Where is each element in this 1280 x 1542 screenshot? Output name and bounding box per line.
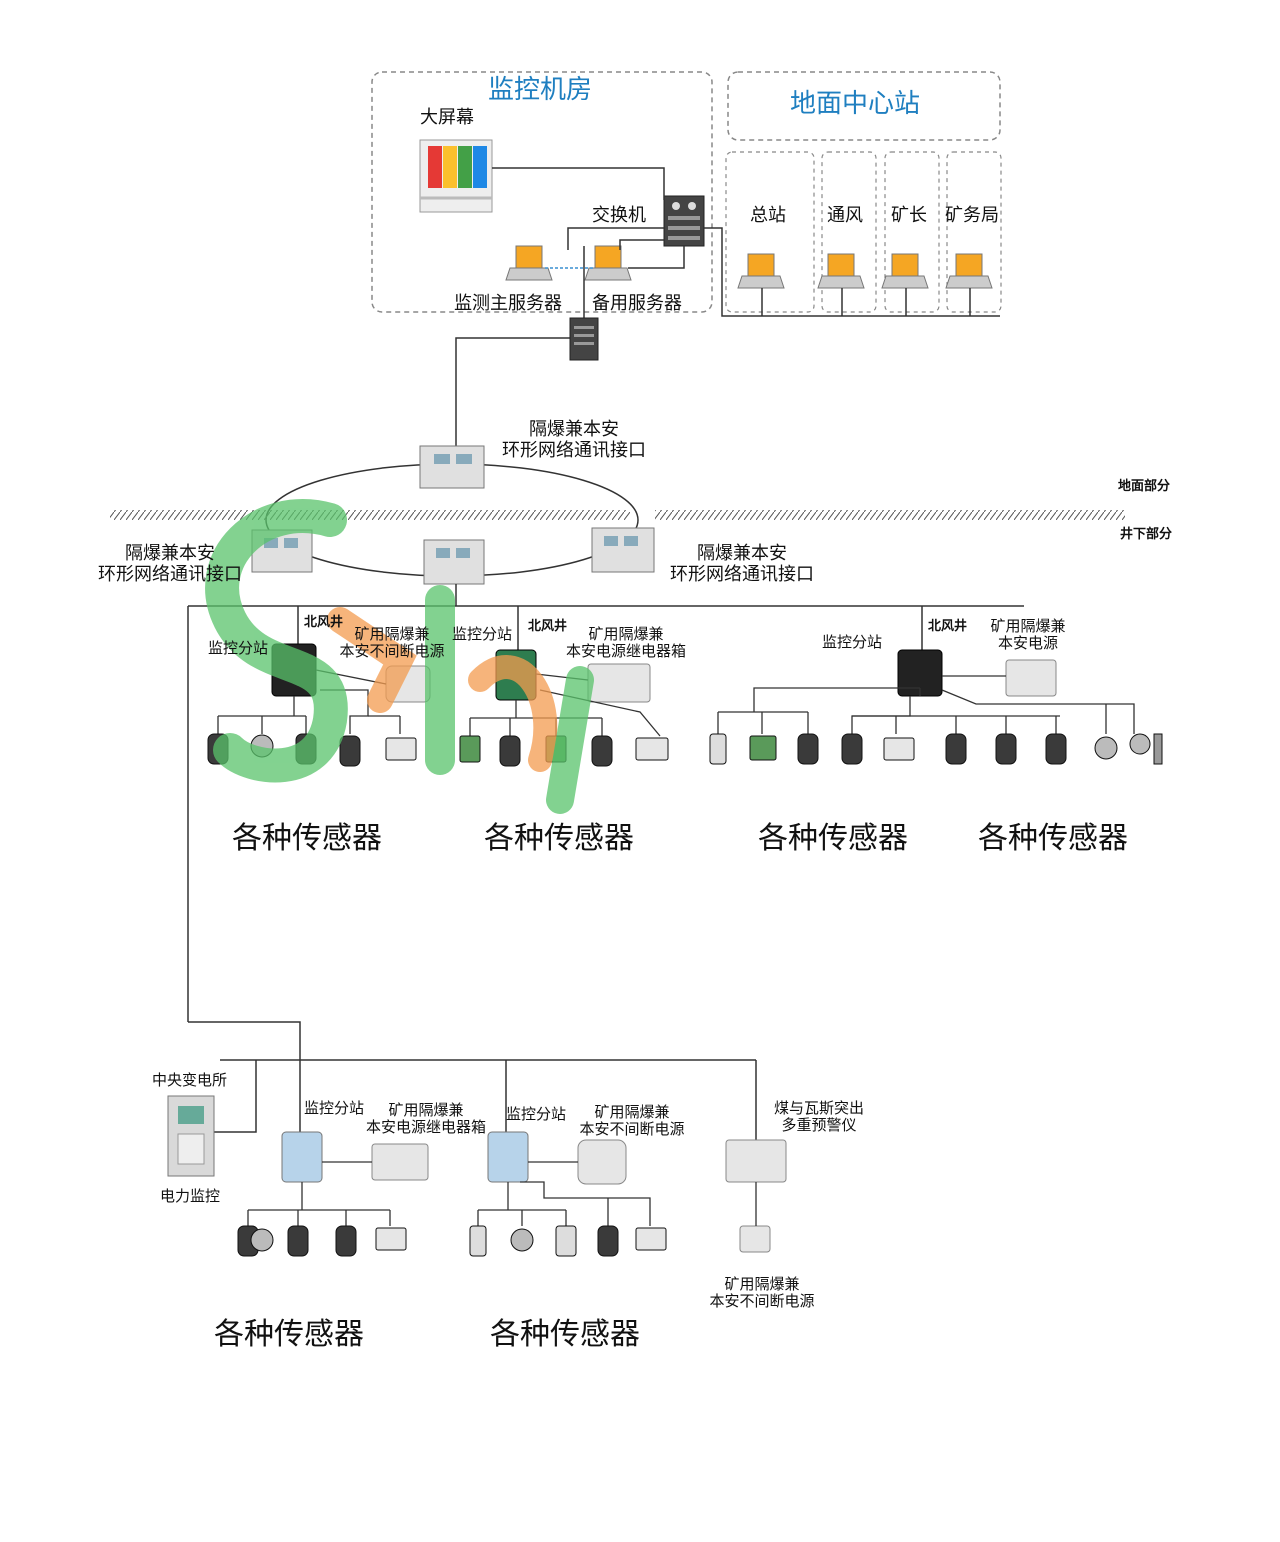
north-shaft-1-label: 北风井 — [304, 615, 344, 630]
ring-interface-right-line2: 环形网络通讯接口 — [670, 563, 814, 585]
power-5-line2: 本安不间断电源 — [579, 1120, 685, 1139]
sensors-label-5: 各种传感器 — [214, 1317, 364, 1352]
power-2-label: 矿用隔爆兼 本安电源继电器箱 — [556, 625, 696, 661]
backup-server-label: 备用服务器 — [592, 293, 682, 314]
sensors-label-2: 各种传感器 — [484, 821, 634, 856]
substation-5-label: 监控分站 — [506, 1105, 567, 1123]
north-shaft-3-label: 北风井 — [928, 619, 968, 634]
power-5-line1: 矿用隔爆兼 — [594, 1103, 670, 1121]
power-1-line1: 矿用隔爆兼 — [354, 625, 430, 643]
station-label-2: 通风 — [827, 205, 863, 226]
lower-switch-icon — [569, 317, 599, 361]
ground-center-title-box — [727, 71, 1001, 141]
big-screen-icon — [419, 139, 493, 213]
ground-line-left — [110, 510, 630, 520]
switch-label: 交换机 — [592, 205, 646, 226]
power-1-line2: 本安不间断电源 — [339, 642, 445, 661]
ring-interface-top-line1: 隔爆兼本安 — [529, 419, 619, 440]
ring-interface-top-line2: 环形网络通讯接口 — [502, 439, 646, 461]
power-4-label: 矿用隔爆兼 本安电源继电器箱 — [356, 1101, 496, 1137]
north-shaft-2-label: 北风井 — [528, 619, 568, 634]
warning-device-label: 煤与瓦斯突出 多重预警仪 — [764, 1099, 874, 1135]
sensors-label-4: 各种传感器 — [978, 821, 1128, 856]
power-6-label: 矿用隔爆兼 本安不间断电源 — [700, 1275, 824, 1311]
power-6-line1: 矿用隔爆兼 — [724, 1275, 800, 1293]
ring-interface-middle-icon — [423, 539, 485, 585]
backup-server-icon — [584, 245, 632, 281]
lower-wiring — [247, 1161, 757, 1226]
big-screen-label: 大屏幕 — [420, 107, 474, 128]
power-6-line2: 本安不间断电源 — [709, 1292, 815, 1311]
ring-interface-left-line2: 环形网络通讯接口 — [98, 563, 242, 585]
substation-2-label: 监控分站 — [452, 625, 513, 643]
monitor-room-title: 监控机房 — [488, 75, 593, 105]
central-substation-cabinet-icon — [167, 1095, 215, 1177]
underground-part-label: 井下部分 — [1120, 527, 1173, 542]
ring-interface-top-icon — [419, 445, 485, 489]
power-3-line2: 本安电源 — [997, 634, 1058, 653]
sensors-label-6: 各种传感器 — [490, 1317, 640, 1352]
monitor-room-box — [371, 71, 713, 313]
station-label-3: 矿长 — [891, 205, 927, 226]
central-substation-label: 中央变电所 — [152, 1071, 228, 1089]
power-1-label: 矿用隔爆兼 本安不间断电源 — [328, 625, 456, 661]
warning-line1: 煤与瓦斯突出 — [773, 1099, 864, 1117]
watermark-logo — [205, 499, 594, 814]
power-3-label: 矿用隔爆兼 本安电源 — [980, 617, 1076, 653]
lower-sensor-icons — [237, 1225, 667, 1257]
station-box-1 — [725, 151, 815, 313]
ground-center-title: 地面中心站 — [790, 89, 921, 119]
ring-interface-left-label: 隔爆兼本安 环形网络通讯接口 — [82, 543, 258, 585]
ground-line-right — [655, 510, 1125, 520]
power-2-line1: 矿用隔爆兼 — [588, 625, 664, 643]
trunk-lines — [187, 584, 1024, 1140]
lower-power-icons — [371, 1139, 787, 1253]
power-4-line2: 本安电源继电器箱 — [365, 1118, 486, 1137]
ring-interface-right-label: 隔爆兼本安 环形网络通讯接口 — [654, 543, 830, 585]
power-3-line1: 矿用隔爆兼 — [990, 617, 1066, 635]
ground-part-label: 地面部分 — [1118, 479, 1171, 494]
main-server-icon — [505, 245, 553, 281]
ring-interface-left-line1: 隔爆兼本安 — [125, 543, 215, 564]
upper-sensor-icons — [207, 733, 1163, 767]
station-label-4: 矿务局 — [945, 205, 999, 226]
sensors-label-1: 各种传感器 — [232, 821, 382, 856]
power-monitor-label: 电力监控 — [160, 1187, 221, 1205]
station-laptop-icons — [737, 253, 993, 289]
ring-interface-right-line1: 隔爆兼本安 — [697, 543, 787, 564]
power-4-line1: 矿用隔爆兼 — [388, 1101, 464, 1119]
upper-sensor-wiring — [217, 669, 1135, 737]
main-server-label: 监测主服务器 — [454, 293, 562, 314]
lower-substation-icons — [281, 1131, 529, 1183]
substation-1-label: 监控分站 — [208, 639, 269, 657]
sensors-label-3: 各种传感器 — [758, 821, 908, 856]
switch-icon — [663, 195, 705, 247]
top-links — [455, 167, 1000, 450]
ring-interface-right-icon — [591, 527, 655, 573]
substation-4-label: 监控分站 — [304, 1099, 365, 1117]
power-2-line2: 本安电源继电器箱 — [565, 642, 686, 661]
substation-3-label: 监控分站 — [822, 633, 883, 651]
station-label-1: 总站 — [750, 205, 786, 226]
ring-interface-top-label: 隔爆兼本安 环形网络通讯接口 — [486, 419, 662, 461]
power-5-label: 矿用隔爆兼 本安不间断电源 — [570, 1103, 694, 1139]
warning-line2: 多重预警仪 — [781, 1116, 857, 1135]
